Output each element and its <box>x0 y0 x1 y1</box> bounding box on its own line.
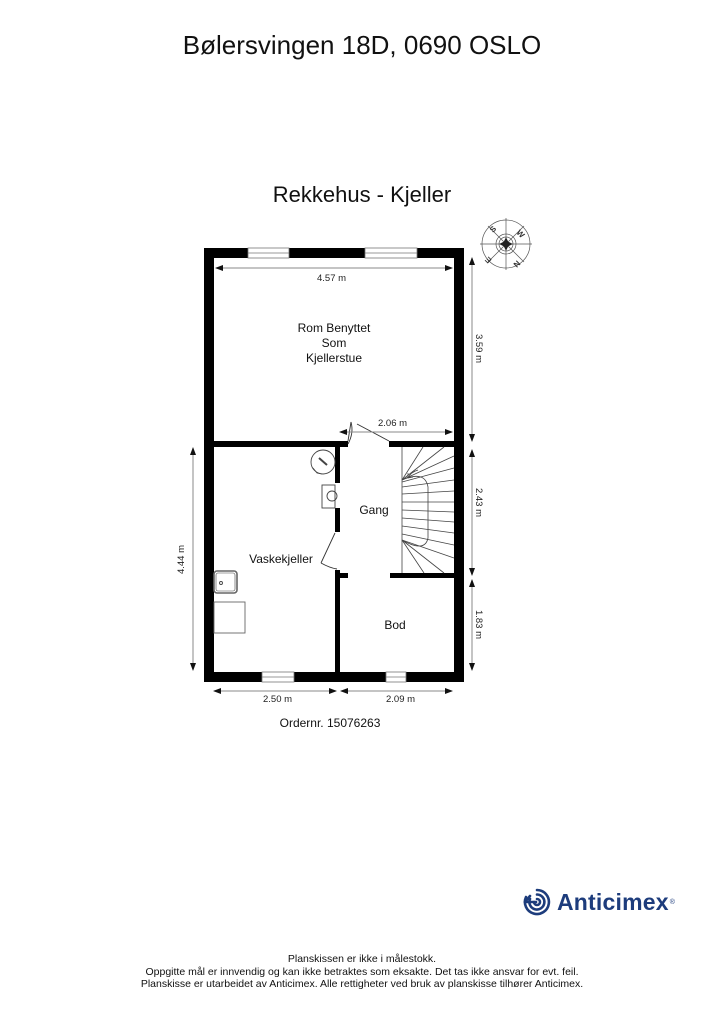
dim-right-lower-height: 1.83 m <box>473 609 485 640</box>
staircase <box>401 446 455 574</box>
brand-name: Anticimex <box>557 888 669 915</box>
disclaimer-line1: Planskissen er ikke i målestokk. <box>287 953 437 965</box>
fixtures <box>213 449 338 634</box>
room-kjellerstue: Rom Benyttet Som Kjellerstue <box>264 321 404 366</box>
plan-title: Rekkehus - Kjeller <box>272 182 452 207</box>
room-kjellerstue-line3: Kjellerstue <box>305 351 363 365</box>
dim-right-middle-height: 2.43 m <box>473 487 485 518</box>
order-number: Ordernr. 15076263 <box>279 716 381 730</box>
dimension-lines <box>190 257 475 694</box>
room-bod: Bod <box>384 618 406 632</box>
room-kjellerstue-line2: Som <box>321 336 347 350</box>
interior-walls <box>214 441 454 672</box>
dim-top-width: 4.57 m <box>317 273 347 284</box>
dim-hall-width: 2.06 m <box>378 418 408 429</box>
svg-text:N: N <box>511 259 522 270</box>
anticimex-logo-icon <box>523 888 551 916</box>
dim-bottom-right-width: 2.09 m <box>386 694 416 705</box>
brand-registered-mark: ® <box>669 898 675 906</box>
disclaimer: Planskissen er ikke i målestokk. Oppgitt… <box>0 953 724 991</box>
compass-rose-icon: S W N E <box>480 218 532 270</box>
svg-text:W: W <box>515 228 527 240</box>
dim-right-upper-height: 3.59 m <box>473 333 485 364</box>
disclaimer-line3: Planskisse er utarbeidet av Anticimex. A… <box>140 978 584 990</box>
disclaimer-line2: Oppgitte mål er innvendig og kan ikke be… <box>145 965 579 978</box>
svg-text:E: E <box>483 254 494 265</box>
outer-walls <box>204 248 464 682</box>
address-title: Bølersvingen 18D, 0690 OSLO <box>182 30 542 60</box>
svg-text:S: S <box>488 224 499 235</box>
dim-left-height: 4.44 m <box>176 544 188 575</box>
dim-bottom-left-width: 2.50 m <box>263 694 293 705</box>
windows <box>247 247 418 683</box>
room-gang: Gang <box>359 503 389 517</box>
room-kjellerstue-line1: Rom Benyttet <box>297 321 371 335</box>
room-vaskekjeller: Vaskekjeller <box>249 552 313 566</box>
anticimex-logo: Anticimex ® <box>522 887 675 917</box>
